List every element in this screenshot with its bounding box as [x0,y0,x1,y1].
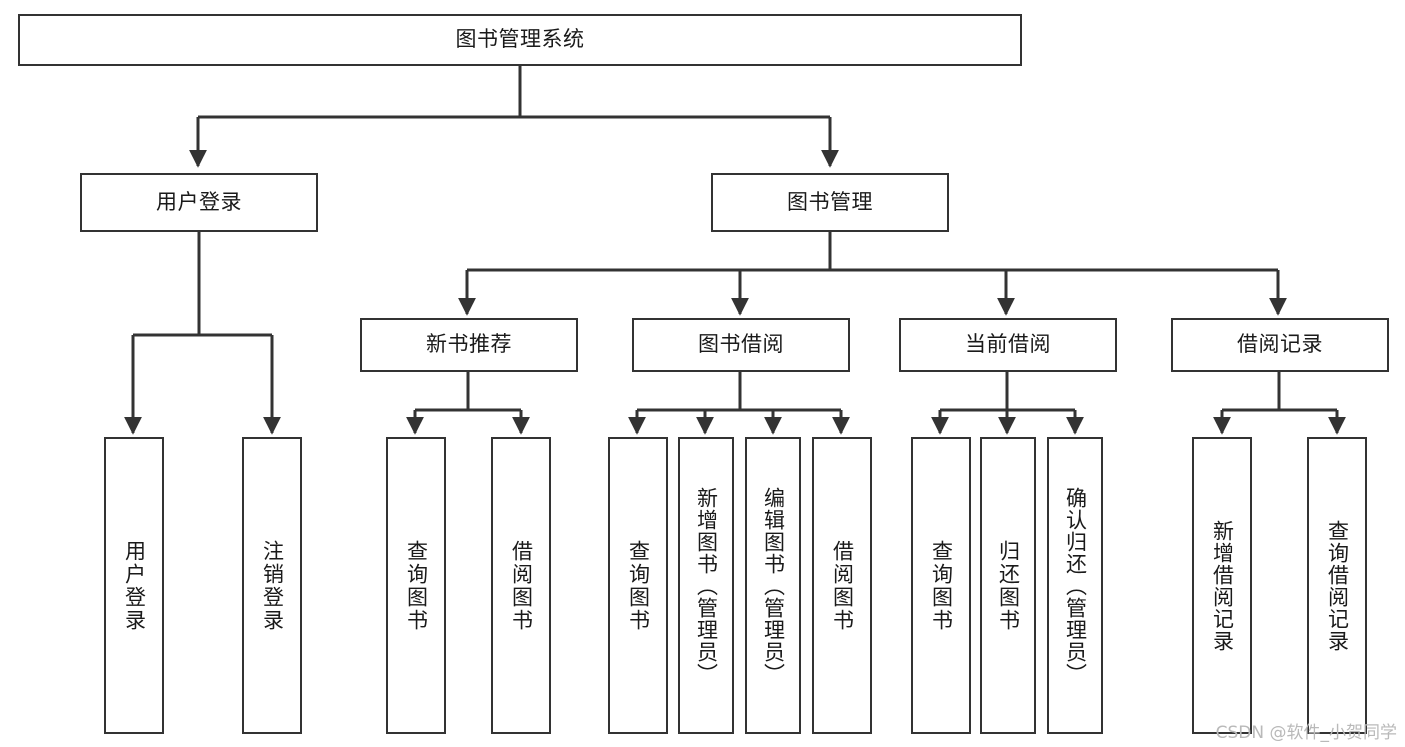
node-label: 查询图书 [929,539,954,632]
node-label: 归还图书 [996,539,1021,632]
leaf-book-borrow-borrow-book[interactable]: 借阅图书 [812,437,872,734]
leaf-user-login-login[interactable]: 用户登录 [104,437,164,734]
leaf-user-login-logout[interactable]: 注销登录 [242,437,302,734]
leaf-new-book-query-book[interactable]: 查询图书 [386,437,446,734]
node-new-book-recommend[interactable]: 新书推荐 [360,318,578,372]
node-book-management[interactable]: 图书管理 [711,173,949,232]
leaf-book-borrow-query-book[interactable]: 查询图书 [608,437,668,734]
node-label: 新增借阅记录 [1210,519,1235,652]
node-user-login[interactable]: 用户登录 [80,173,318,232]
node-label: 注销登录 [260,539,285,632]
node-label: 图书借阅 [698,332,784,357]
node-label: 查询图书 [626,539,651,632]
node-current-borrow[interactable]: 当前借阅 [899,318,1117,372]
leaf-current-borrow-return-book[interactable]: 归还图书 [980,437,1036,734]
leaf-book-borrow-add-book-admin[interactable]: 新增图书（管理员） [678,437,734,734]
node-label: 借阅图书 [830,539,855,632]
node-label: 用户登录 [156,189,242,214]
node-root-book-management-system[interactable]: 图书管理系统 [18,14,1022,66]
node-label: 当前借阅 [965,332,1051,357]
leaf-borrow-record-add-record[interactable]: 新增借阅记录 [1192,437,1252,734]
node-book-borrow[interactable]: 图书借阅 [632,318,850,372]
node-label: 确认归还（管理员） [1063,486,1088,685]
node-label: 查询借阅记录 [1325,519,1350,652]
leaf-current-borrow-query-book[interactable]: 查询图书 [911,437,971,734]
node-label: 查询图书 [404,539,429,632]
node-label: 新书推荐 [426,332,512,357]
leaf-current-borrow-confirm-return-admin[interactable]: 确认归还（管理员） [1047,437,1103,734]
node-label: 借阅图书 [509,539,534,632]
node-borrow-record[interactable]: 借阅记录 [1171,318,1389,372]
csdn-watermark: CSDN @软件_小贺同学 [1215,723,1397,743]
leaf-book-borrow-edit-book-admin[interactable]: 编辑图书（管理员） [745,437,801,734]
node-label: 图书管理 [787,189,873,214]
node-label: 用户登录 [122,539,147,632]
node-label: 借阅记录 [1237,332,1323,357]
leaf-new-book-borrow-book[interactable]: 借阅图书 [491,437,551,734]
node-label: 新增图书（管理员） [694,486,719,685]
node-label: 编辑图书（管理员） [761,486,786,685]
leaf-borrow-record-query-record[interactable]: 查询借阅记录 [1307,437,1367,734]
node-label: 图书管理系统 [455,27,585,52]
